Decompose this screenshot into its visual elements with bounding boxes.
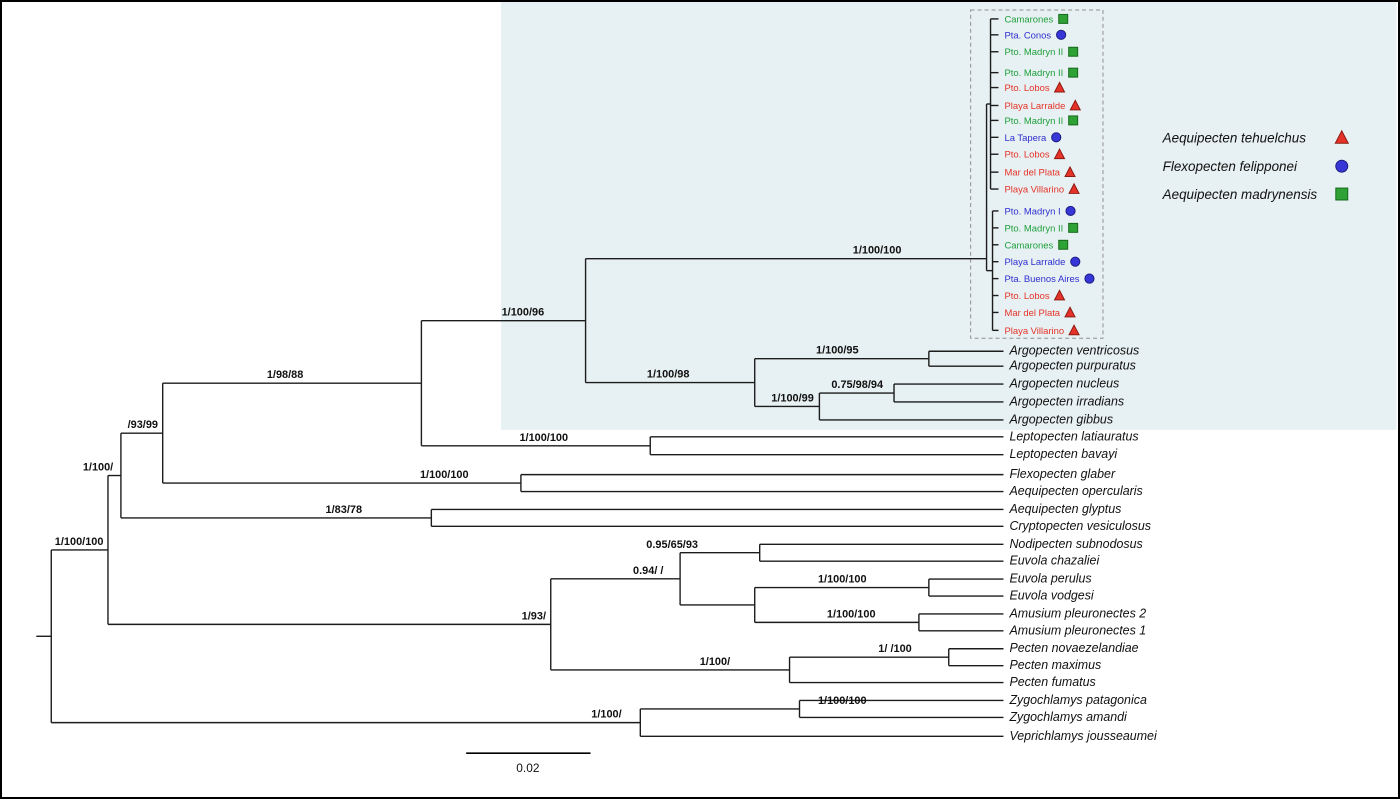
population-tip-label: Pto. Madryn II <box>1004 68 1063 79</box>
species-tip-label: Amusium pleuronectes 2 <box>1008 606 1146 620</box>
square-marker-icon <box>1058 13 1069 24</box>
species-tip-label: Nodipecten subnodosus <box>1009 537 1142 551</box>
species-tip-label: Argopecten purpuratus <box>1008 359 1135 373</box>
triangle-marker-icon <box>1064 306 1076 318</box>
support-value: 1/100/100 <box>519 432 568 444</box>
support-value: 1/93/ <box>522 610 546 622</box>
triangle-marker-icon <box>1053 81 1066 93</box>
population-tip-label: Pta. Buenos Aires <box>1004 274 1079 285</box>
population-tip-label: Pta. Conos <box>1004 30 1051 41</box>
square-marker-icon <box>1068 115 1079 126</box>
square-marker-icon <box>1068 46 1079 57</box>
square-marker-icon <box>1068 222 1079 233</box>
population-tip-label: Pto. Madryn II <box>1004 47 1063 58</box>
support-value: 1/100/ <box>83 462 113 474</box>
circle-marker-icon <box>1056 29 1067 40</box>
scale-bar: 0.02 <box>466 752 591 775</box>
legend-label-madrynensis: Aequipecten madrynensis <box>1162 187 1318 202</box>
population-tip-label: Pto. Madryn II <box>1004 116 1063 127</box>
triangle-marker-icon <box>1053 147 1066 160</box>
species-tip-label: Leptopecten bavayi <box>1009 447 1118 461</box>
species-tip-label: Amusium pleuronectes 1 <box>1008 623 1146 637</box>
population-tip-label: Playa Larralde <box>1004 257 1065 268</box>
support-value: 0.95/65/93 <box>646 539 698 551</box>
species-tip-label: Argopecten irradians <box>1008 394 1124 408</box>
species-tip-label: Argopecten nucleus <box>1008 377 1119 391</box>
support-value: 1/100/100 <box>818 695 867 707</box>
support-value: 1/100/100 <box>818 574 867 586</box>
population-tip-label: Pto. Madryn I <box>1004 206 1060 217</box>
support-value: 1/100/98 <box>647 369 690 381</box>
species-tip-label: Aequipecten glyptus <box>1008 502 1121 516</box>
circle-marker-icon <box>1065 205 1076 217</box>
support-value: 1/100/99 <box>771 392 814 404</box>
population-tip-label: Playa Villarino <box>1004 185 1064 196</box>
triangle-marker-icon <box>1064 165 1076 178</box>
population-tip-label: La Tapera <box>1004 133 1047 144</box>
square-marker-icon <box>1058 239 1069 250</box>
support-value: 1/100/100 <box>853 245 902 257</box>
triangle-marker-icon <box>1053 289 1066 301</box>
species-tip-label: Argopecten ventricosus <box>1008 344 1139 358</box>
population-tip-label: Playa Larralde <box>1004 101 1065 112</box>
species-tip-label: Pecten fumatus <box>1009 675 1095 689</box>
species-tip-label: Argopecten gibbus <box>1008 412 1113 426</box>
triangle-marker-icon <box>1334 129 1350 144</box>
population-tip-label: Pto. Lobos <box>1004 291 1049 302</box>
population-tip-label: Mar del Plata <box>1004 168 1060 179</box>
legend: Aequipecten tehuelchus Flexopecten felip… <box>1162 129 1350 202</box>
support-value: 0.94/ / <box>633 565 663 577</box>
species-tip-label: Aequipecten opercularis <box>1008 484 1142 498</box>
scale-bar-label: 0.02 <box>516 761 540 775</box>
triangle-marker-icon <box>1068 182 1080 194</box>
support-value: 1/100/96 <box>502 307 545 319</box>
support-value: 1/100/ <box>591 709 621 721</box>
species-tip-label: Veprichlamys jousseaumei <box>1009 729 1158 743</box>
population-tip-label: Camarones <box>1004 240 1053 251</box>
clade-box <box>970 9 1104 339</box>
species-tip-label: Zygochlamys amandi <box>1008 710 1128 724</box>
species-tip-label: Pecten maximus <box>1009 658 1101 672</box>
population-tip-label: Playa Villarino <box>1004 326 1064 337</box>
species-tip-label: Pecten novaezelandiae <box>1009 641 1138 655</box>
support-value: /93/99 <box>128 419 158 431</box>
species-tip-label: Euvola perulus <box>1009 572 1091 586</box>
species-tip-label: Euvola vodgesi <box>1009 588 1094 602</box>
population-tip-label: Camarones <box>1004 14 1053 25</box>
population-tip-label: Pto. Lobos <box>1004 150 1049 161</box>
highlight-region <box>501 2 1397 430</box>
support-value: 1/100/100 <box>827 608 876 620</box>
support-value: 1/100/100 <box>55 536 104 548</box>
support-value: 0.75/98/94 <box>831 379 884 391</box>
population-tip-label: Pto. Lobos <box>1004 83 1049 94</box>
legend-label-tehuelchus: Aequipecten tehuelchus <box>1162 130 1307 145</box>
population-tip-label: Pto. Madryn II <box>1004 223 1063 234</box>
circle-marker-icon <box>1051 132 1062 143</box>
support-value: 1/83/78 <box>326 504 363 516</box>
background-layer <box>501 2 1397 430</box>
support-value: 1/ /100 <box>878 643 911 655</box>
legend-label-felipponei: Flexopecten felipponei <box>1163 159 1298 174</box>
circle-marker-icon <box>1084 273 1095 284</box>
support-value: 1/98/88 <box>267 369 304 381</box>
circle-marker-icon <box>1335 159 1349 173</box>
circle-marker-icon <box>1070 256 1081 267</box>
support-value: 1/100/ <box>700 656 730 668</box>
triangle-marker-icon <box>1068 324 1080 336</box>
square-marker-icon <box>1335 187 1349 201</box>
species-tip-label: Zygochlamys patagonica <box>1008 693 1146 707</box>
square-marker-icon <box>1068 67 1079 78</box>
support-value: 1/100/95 <box>816 345 859 357</box>
population-tip-label: Mar del Plata <box>1004 308 1060 319</box>
support-value: 1/100/100 <box>420 469 469 481</box>
species-tip-label: Flexopecten glaber <box>1009 467 1116 481</box>
species-tip-label: Leptopecten latiauratus <box>1009 429 1138 443</box>
species-tip-label: Euvola chazaliei <box>1009 554 1100 568</box>
triangle-marker-icon <box>1069 99 1082 111</box>
species-tip-label: Cryptopecten vesiculosus <box>1009 519 1151 533</box>
